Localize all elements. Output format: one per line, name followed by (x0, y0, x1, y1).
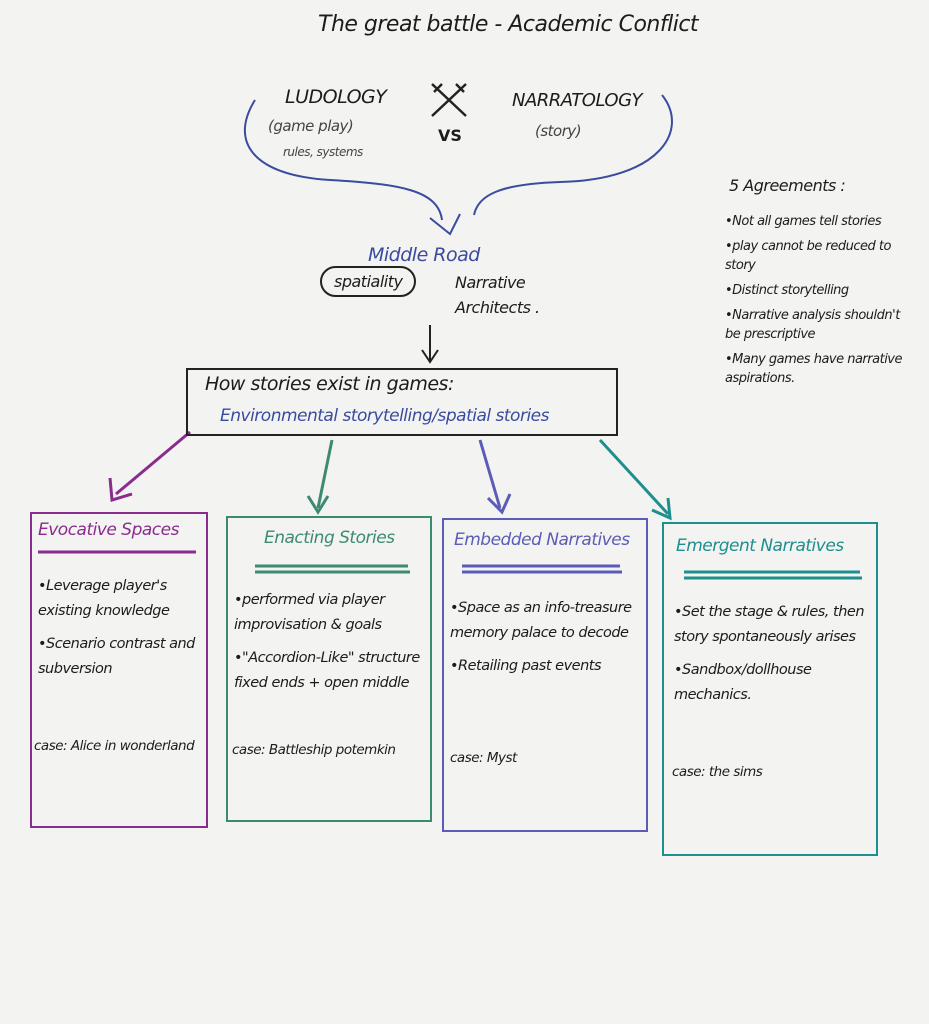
versus-label: VS (438, 126, 462, 145)
card-evocative-spaces: Evocative Spaces •Leverage player's exis… (30, 512, 208, 828)
card-bullet: •Set the stage & rules, then story spont… (674, 604, 865, 645)
card-embedded-narratives: Embedded Narratives •Space as an info-tr… (442, 518, 648, 832)
card-bullet: •Leverage player's existing knowledge (38, 578, 170, 619)
card-bullets: •Leverage player's existing knowledge •S… (38, 574, 202, 690)
crossed-swords-icon (431, 83, 467, 117)
agreement-item: •Narrative analysis shouldn't be prescri… (725, 308, 900, 342)
card-title: Evocative Spaces (38, 520, 179, 540)
card-bullet: •"Accordion-Like" structure fixed ends +… (234, 650, 420, 691)
card-bullets: •Space as an info-treasure memory palace… (450, 596, 644, 687)
spatiality-oval: spatiality (320, 266, 417, 297)
down-arrow-icon (421, 325, 439, 364)
how-stories-title: How stories exist in games: (205, 373, 454, 395)
card-bullet: •performed via player improvisation & go… (234, 592, 385, 633)
card-bullet: •Retailing past events (450, 658, 602, 674)
card-bullets: •Set the stage & rules, then story spont… (674, 600, 874, 716)
card-title: Enacting Stories (264, 528, 395, 548)
agreements-list: •Not all games tell stories •play cannot… (725, 212, 915, 394)
narrative-architects-label: Narrative Architects . (455, 273, 540, 317)
card-case: case: Myst (450, 750, 517, 766)
card-bullet: •Scenario contrast and subversion (38, 636, 195, 677)
arrow-to-emergent (598, 438, 670, 516)
arrow-to-evocative (115, 430, 191, 496)
card-case: case: the sims (672, 764, 763, 780)
page-title: The great battle - Academic Conflict (318, 12, 699, 37)
card-case: case: Alice in wonderland (34, 738, 195, 754)
how-stories-subtitle: Environmental storytelling/spatial stori… (220, 406, 549, 426)
ludology-label: LUDOLOGY (285, 86, 387, 108)
card-enacting-stories: Enacting Stories •performed via player i… (226, 516, 432, 822)
ludology-sub: (game play) (268, 117, 354, 135)
arrow-to-enacting (316, 439, 334, 509)
arrow-to-embedded (478, 439, 502, 509)
middle-road-label: Middle Road (368, 244, 480, 266)
agreement-item: •Not all games tell stories (725, 214, 882, 229)
narratology-sub: (story) (535, 122, 582, 140)
card-bullets: •performed via player improvisation & go… (234, 588, 428, 704)
card-case: case: Battleship potemkin (232, 742, 396, 758)
card-bullet: •Sandbox/dollhouse mechanics. (674, 662, 812, 703)
card-title: Emergent Narratives (676, 536, 844, 556)
agreement-item: •Many games have narrative aspirations. (725, 352, 903, 386)
card-bullet: •Space as an info-treasure memory palace… (450, 600, 632, 641)
card-title: Embedded Narratives (454, 530, 630, 550)
left-merge-arrow (244, 99, 443, 221)
agreement-item: •play cannot be reduced to story (725, 239, 891, 273)
agreement-item: •Distinct storytelling (725, 283, 849, 298)
card-emergent-narratives: Emergent Narratives •Set the stage & rul… (662, 522, 878, 856)
right-merge-arrow (473, 94, 673, 216)
agreements-title: 5 Agreements : (729, 176, 846, 195)
ludology-sub2: rules, systems (283, 145, 363, 159)
narratology-label: NARRATOLOGY (512, 90, 643, 111)
how-stories-box (186, 368, 618, 436)
